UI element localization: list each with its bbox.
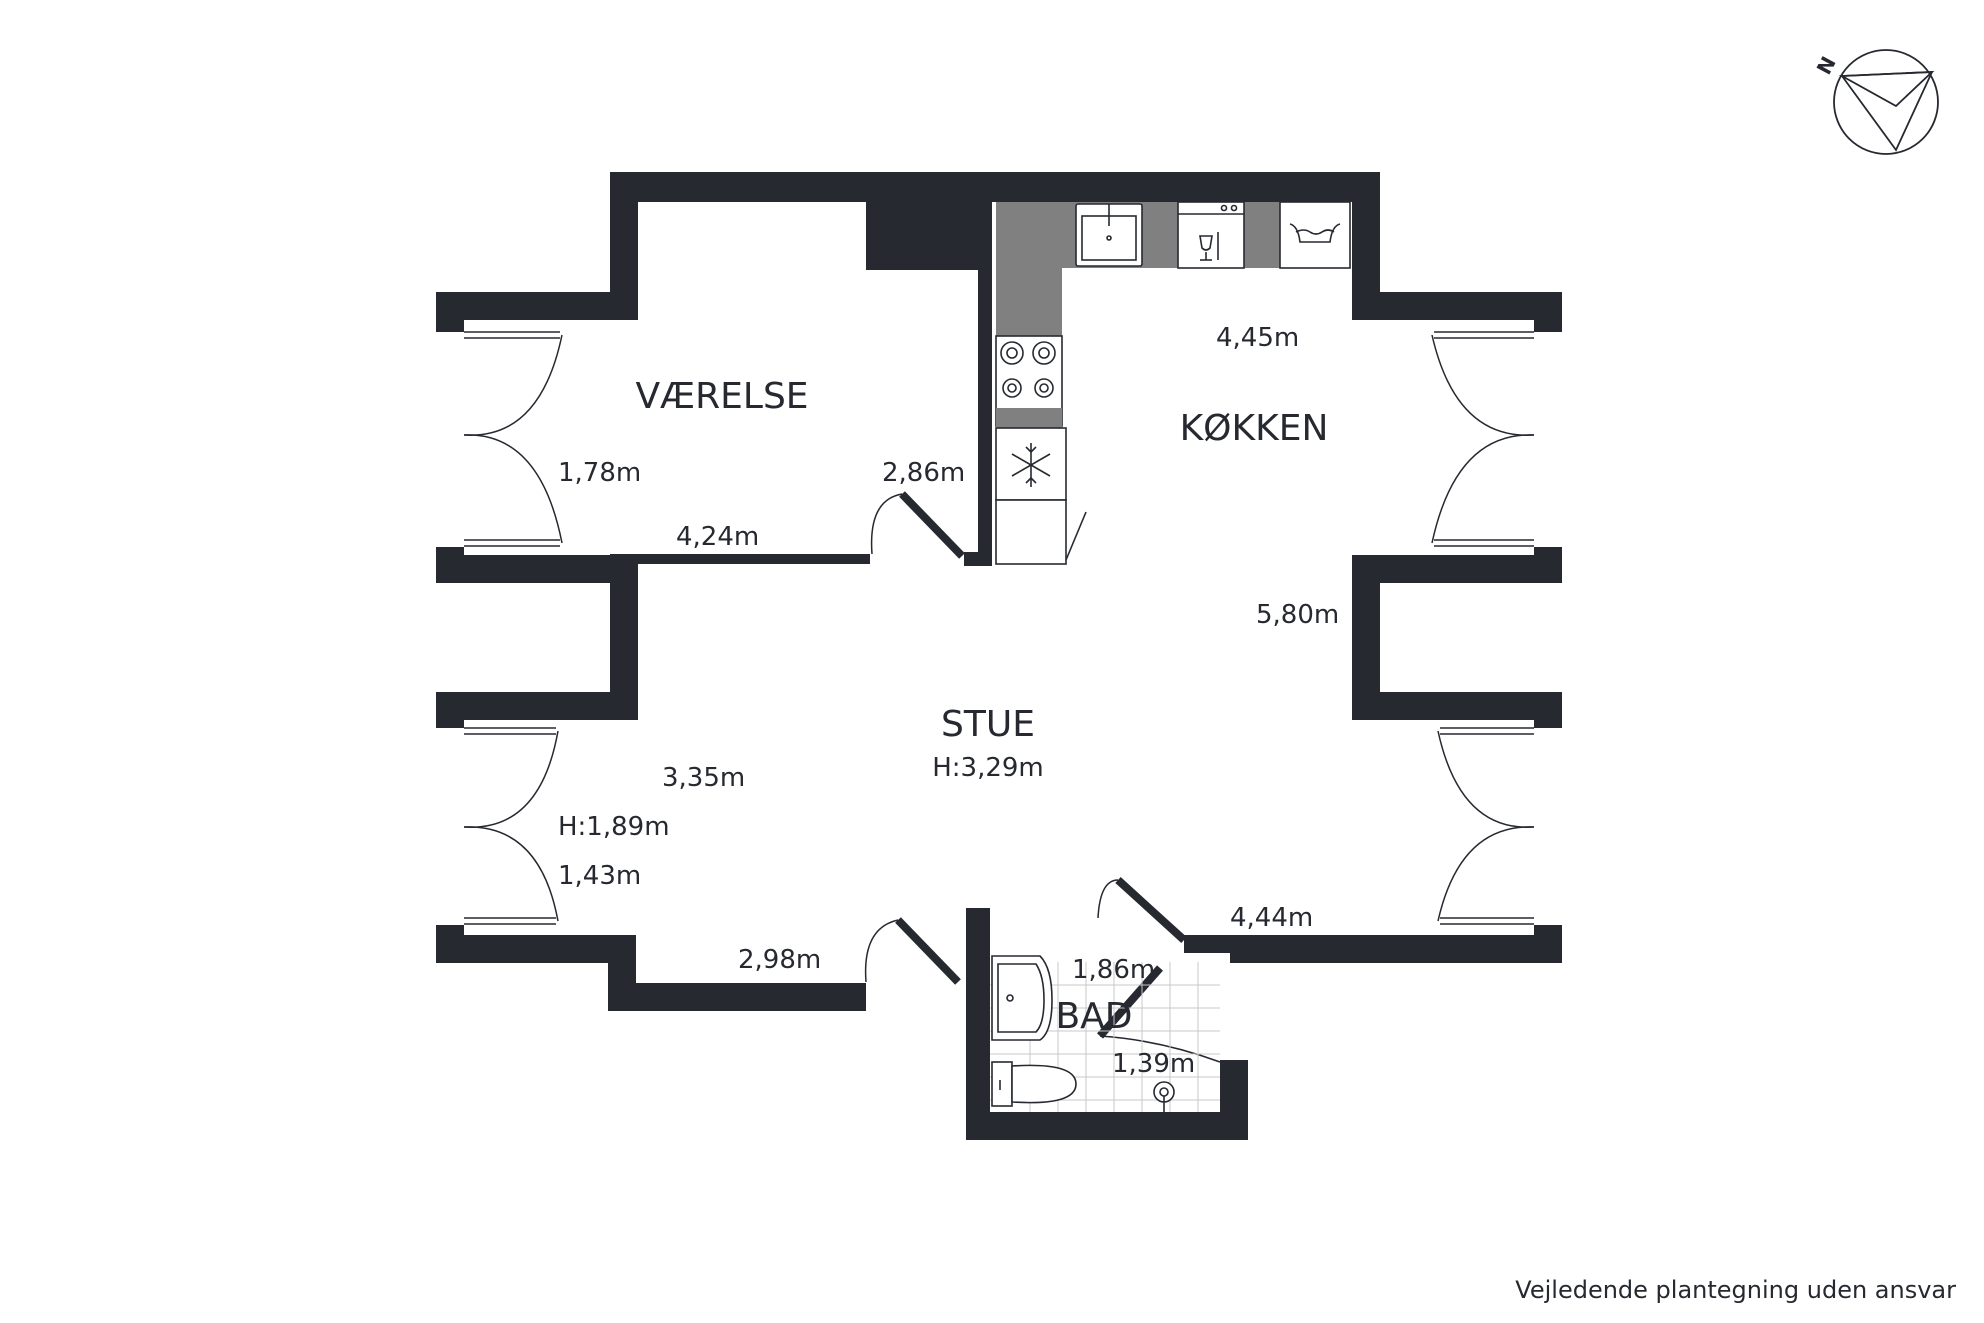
room-label-stue: STUE — [941, 704, 1035, 745]
compass-north-label: N — [1812, 52, 1841, 78]
dim-koekken-width: 4,45m — [1216, 323, 1299, 353]
washbasin-icon — [991, 955, 1053, 1041]
dimension-labels: 1,78m 4,24m 2,86m 4,45m 5,80m 3,35m H:1,… — [558, 323, 1339, 1079]
dim-stue-width: 3,35m — [662, 763, 745, 793]
room-label-bad: BAD — [1055, 996, 1132, 1037]
dim-vaerelse-depth: 2,86m — [882, 458, 965, 488]
dim-bad-width: 1,86m — [1072, 955, 1155, 985]
disclaimer-text: Vejledende plantegning uden ansvar — [1515, 1276, 1956, 1304]
bathroom-fixtures — [990, 955, 1220, 1112]
dim-stue-right: 4,44m — [1230, 903, 1313, 933]
dim-stue-window: 1,43m — [558, 861, 641, 891]
room-label-koekken: KØKKEN — [1180, 408, 1329, 449]
dim-vaerelse-width: 4,24m — [676, 522, 759, 552]
dim-stue-window-height: H:1,89m — [558, 812, 670, 842]
dim-vaerelse-window: 1,78m — [558, 458, 641, 488]
dim-koekken-depth: 5,80m — [1256, 600, 1339, 630]
compass-icon: N — [1812, 49, 1939, 155]
room-labels: VÆRELSE KØKKEN STUE H:3,29m BAD — [635, 376, 1328, 1037]
windows — [464, 331, 1534, 925]
toilet-icon — [991, 1061, 1077, 1107]
dim-stue-bottom: 2,98m — [738, 945, 821, 975]
dim-bad-depth: 1,39m — [1112, 1049, 1195, 1079]
kitchen-fixtures — [995, 201, 1351, 565]
dishwasher-icon — [1177, 201, 1245, 269]
room-label-vaerelse: VÆRELSE — [635, 376, 808, 417]
door-swings — [463, 334, 1535, 1063]
sink-icon — [1075, 203, 1143, 267]
shower-drain-icon — [1153, 1081, 1175, 1112]
stue-height-label: H:3,29m — [932, 753, 1044, 783]
fridge-icon — [995, 427, 1067, 565]
washing-machine-icon — [1289, 223, 1341, 243]
walls — [436, 172, 1562, 1140]
